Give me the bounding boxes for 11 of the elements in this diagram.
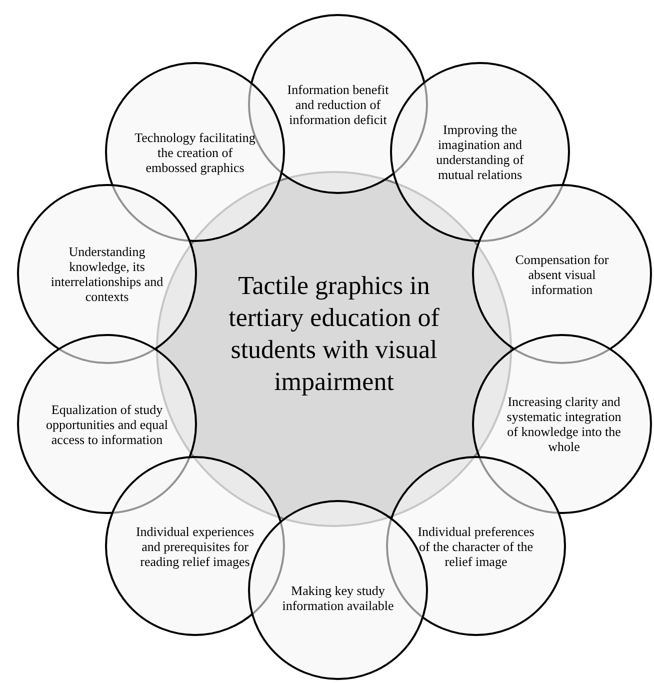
central-title: Tactile graphics in tertiary education of students with visual impairment xyxy=(228,270,440,398)
topic-text: Improving the imagination and understanding of mutual relations xyxy=(435,122,525,182)
topic-text: Equalization of study opportunities and equal access to information xyxy=(44,402,170,446)
topic-text: Compensation for absent visual information xyxy=(514,252,610,296)
topic-text: Technology facilitating the creation of embossed graphics xyxy=(134,130,256,174)
topic-text: Information benefit and reduction of information deficit xyxy=(286,82,390,126)
topic-text: Increasing clarity and systematic integration of knowledge into the whole xyxy=(506,394,622,454)
topic-text: Making key study information available xyxy=(281,583,395,613)
topic-text: Understanding knowledge, its interrelationships and contexts xyxy=(50,244,164,304)
topic-text: Individual preferences of the character of the relief image xyxy=(416,524,536,568)
topic-text: Individual experiences and prerequisites for reading relief images xyxy=(134,524,256,568)
